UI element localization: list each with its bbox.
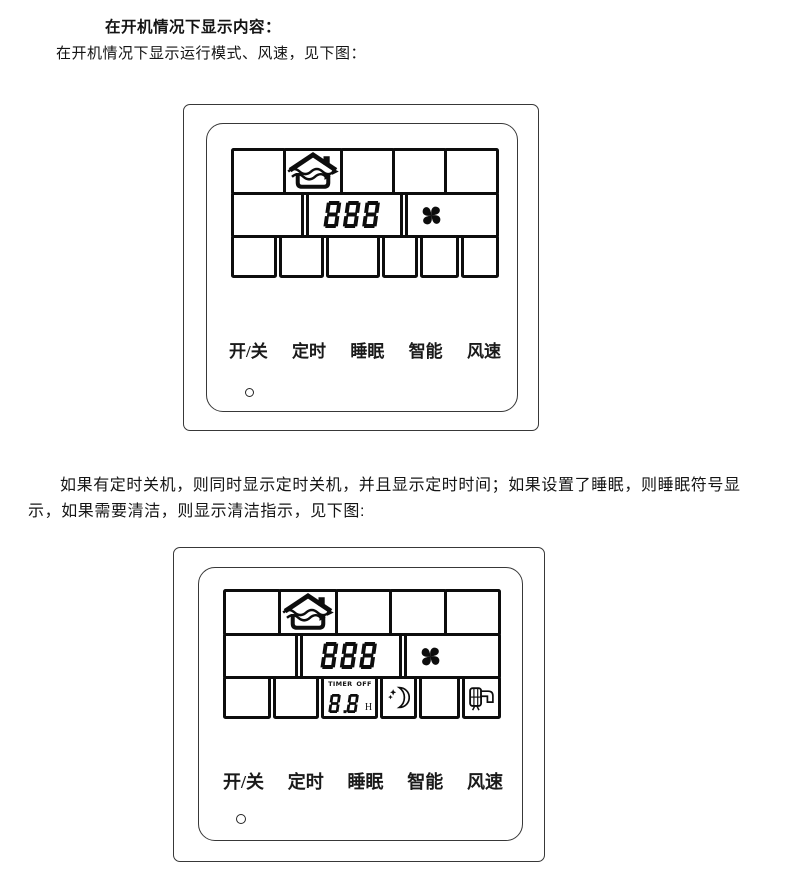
lcd-cell (334, 589, 392, 636)
button-label-smart: 智能 (407, 772, 444, 792)
timer-value-row: H (326, 694, 374, 714)
button-label-sleep: 睡眠 (350, 342, 385, 361)
lcd-cell-temperature (300, 633, 403, 679)
button-label-smart: 智能 (408, 342, 443, 361)
lcd-row-status: TIMER OFF H (223, 676, 501, 719)
power-led (245, 388, 254, 397)
lcd-row-status (231, 235, 500, 278)
timer-display: TIMER OFF H (324, 679, 375, 716)
lcd-cell-fan (404, 633, 502, 679)
fan-speed-icon (421, 647, 440, 665)
home-ventilation-icon (287, 151, 339, 189)
lcd-cell (231, 192, 304, 238)
lcd-row-modes (223, 589, 501, 636)
lcd-cell (340, 148, 395, 195)
lcd-segment-grid (231, 148, 500, 278)
lcd-cell (443, 589, 501, 636)
lcd-cell (231, 235, 277, 278)
clean-filter-icon (468, 687, 494, 711)
lcd-cell (461, 235, 500, 278)
lcd-cell (231, 148, 286, 195)
section-heading: 在开机情况下显示内容： (105, 19, 282, 36)
lcd-segment-grid: TIMER OFF H (223, 589, 502, 719)
lcd-cell-clean (461, 676, 501, 719)
temperature-seven-segment (320, 642, 383, 670)
moon-sleep-icon (388, 686, 410, 709)
lcd-row-modes (231, 148, 499, 195)
lcd-cell (381, 235, 419, 278)
lcd-cell (420, 235, 460, 278)
lcd-cell-fan (405, 192, 499, 238)
button-label-row: 开/关 定时 睡眠 智能 风速 (229, 337, 501, 362)
lcd-cell (389, 589, 447, 636)
timer-seven-segment (328, 694, 363, 714)
lcd-cell-mode (283, 148, 343, 195)
timer-labels: TIMER OFF (326, 681, 374, 688)
control-panel-diagram-1: 开/关 定时 睡眠 智能 风速 (183, 104, 539, 431)
lcd-cell (223, 633, 299, 679)
timer-unit-label: H (364, 702, 373, 713)
lcd-cell-sleep (379, 676, 418, 719)
lcd-row-main (231, 192, 499, 238)
lcd-cell (278, 235, 324, 278)
button-label-fanspeed: 风速 (466, 342, 501, 361)
button-label-timer: 定时 (287, 772, 324, 792)
home-ventilation-icon (281, 592, 334, 630)
lcd-cell (272, 676, 320, 719)
lcd-cell (325, 235, 380, 278)
intro-text: 在开机情况下显示运行模式、风速，见下图： (56, 45, 367, 62)
body-paragraph: 如果有定时关机，则同时显示定时关机，并且显示定时时间；如果设置了睡眠，则睡眠符号… (28, 477, 741, 520)
button-label-fanspeed: 风速 (466, 772, 503, 792)
lcd-cell (392, 148, 447, 195)
button-label-power: 开/关 (223, 772, 265, 792)
temperature-seven-segment (323, 201, 386, 229)
button-label-row: 开/关 定时 睡眠 智能 风速 (223, 768, 503, 794)
lcd-row-main (223, 633, 502, 679)
lcd-cell (223, 676, 271, 719)
power-led (236, 814, 246, 824)
control-panel-diagram-2: TIMER OFF H (173, 547, 545, 862)
lcd-cell-temperature (305, 192, 404, 238)
lcd-cell (419, 676, 460, 719)
lcd-cell (444, 148, 499, 195)
timer-label: TIMER (328, 680, 353, 688)
lcd-cell (223, 589, 281, 636)
timer-off-label: OFF (356, 680, 372, 688)
button-label-power: 开/关 (229, 342, 268, 361)
fan-speed-icon (423, 206, 441, 224)
lcd-cell-mode (277, 589, 338, 636)
button-label-sleep: 睡眠 (347, 772, 384, 792)
button-label-timer: 定时 (292, 342, 327, 361)
lcd-cell-timer: TIMER OFF H (321, 676, 378, 719)
